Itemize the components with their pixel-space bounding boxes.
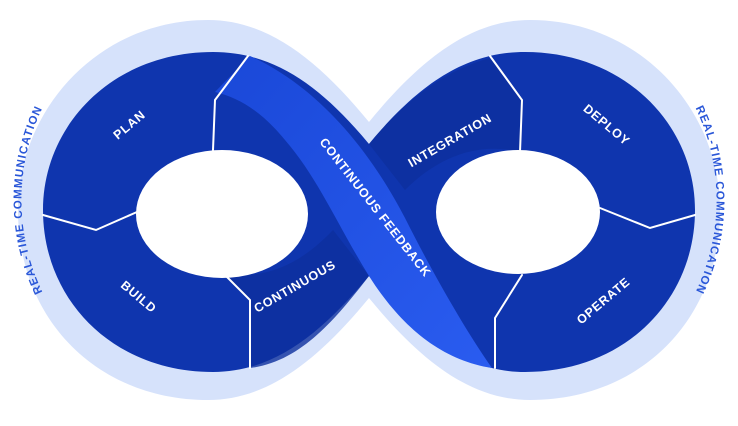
right-inner-hole	[436, 150, 600, 274]
left-inner-hole	[136, 150, 308, 278]
continuous-segment-shade	[222, 230, 369, 368]
integration-segment-shade	[369, 58, 522, 190]
continuous-feedback-band	[215, 56, 492, 368]
segment-dividers	[42, 55, 696, 369]
